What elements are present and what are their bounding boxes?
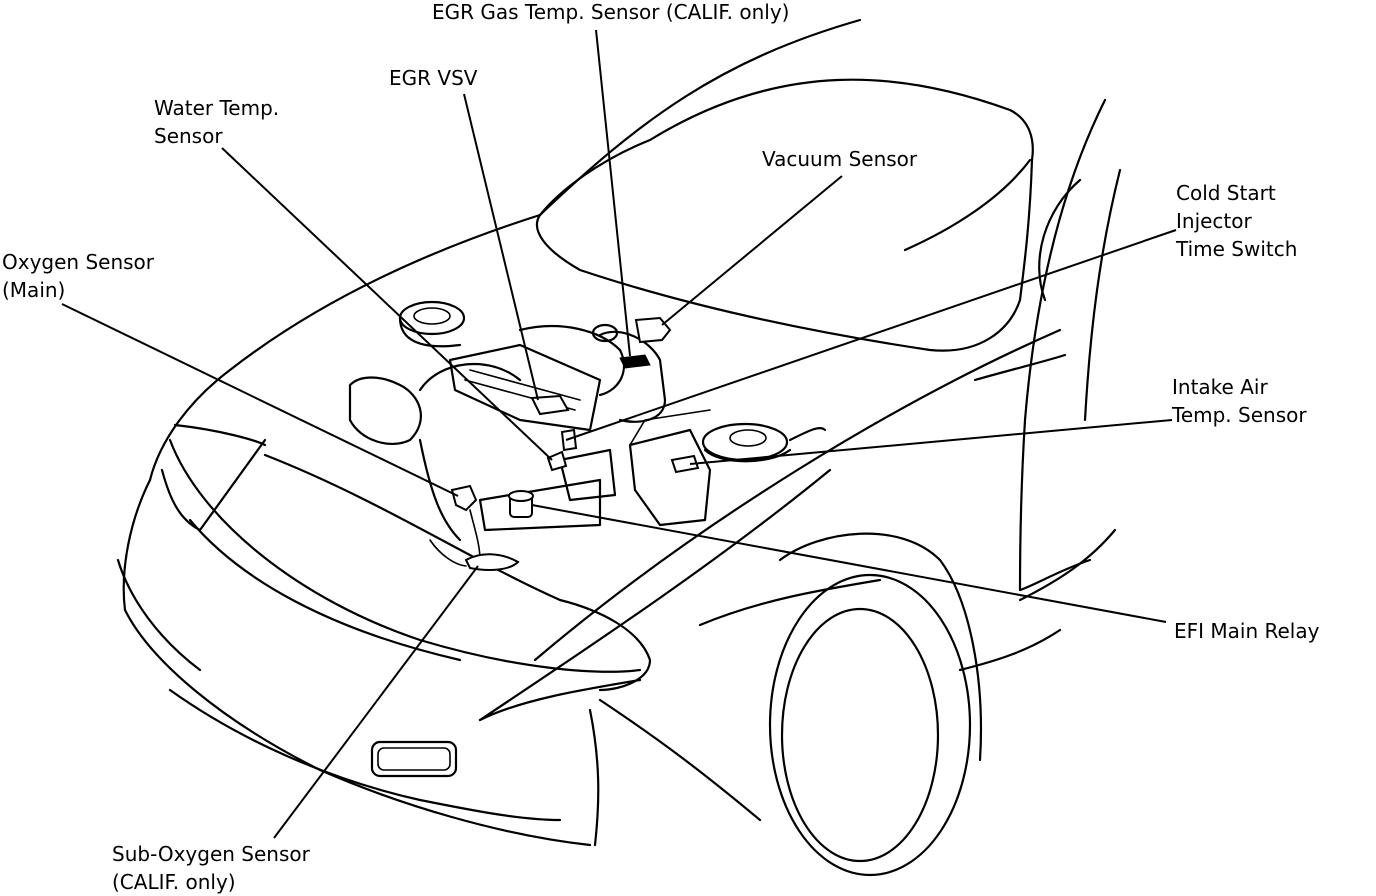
label-vacuum-sensor: Vacuum Sensor [762, 147, 918, 171]
leader-water-temp [221, 147, 553, 461]
label-egr-vsv: EGR VSV [389, 66, 478, 90]
leader-sub-oxygen [273, 565, 479, 839]
label-sub-oxygen-sensor: Sub-Oxygen Sensor (CALIF. only) [112, 842, 310, 894]
leader-oxygen-main [61, 303, 459, 497]
car-body-outline [116, 18, 1122, 847]
leader-egr-vsv [463, 93, 539, 401]
label-oxygen-sensor-main: Oxygen Sensor (Main) [2, 250, 155, 302]
leader-intake-air [689, 419, 1173, 465]
label-water-temp-sensor: Water Temp. Sensor [154, 96, 280, 148]
leader-cold-start [565, 229, 1177, 441]
front-wheel [768, 532, 983, 877]
leader-lines [61, 29, 1177, 839]
label-egr-gas-temp-sensor: EGR Gas Temp. Sensor (CALIF. only) [432, 0, 790, 24]
leader-vacuum [661, 175, 843, 326]
label-cold-start-injector-time-switch: Cold Start Injector Time Switch [1176, 181, 1298, 261]
leader-egr-gas-temp [595, 29, 631, 357]
label-efi-main-relay: EFI Main Relay [1174, 619, 1320, 643]
leader-efi-relay [531, 504, 1167, 623]
engine-bay [348, 300, 827, 571]
label-intake-air-temp-sensor: Intake Air Temp. Sensor [1172, 375, 1307, 427]
